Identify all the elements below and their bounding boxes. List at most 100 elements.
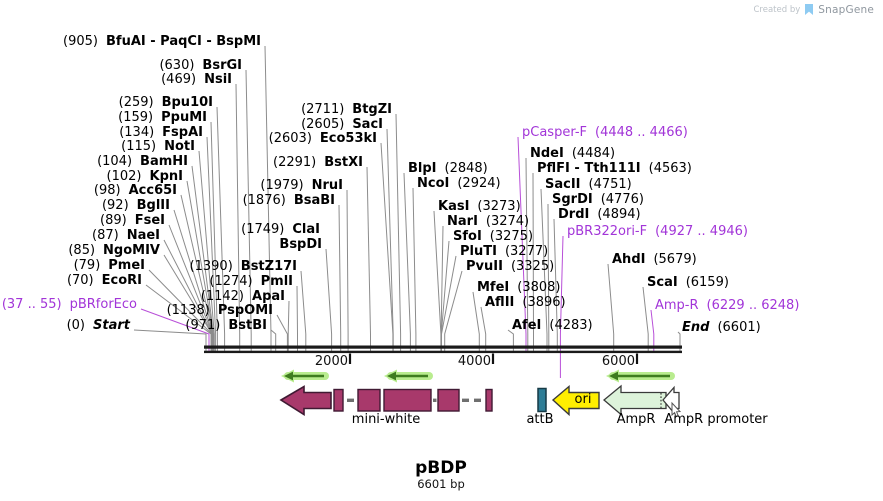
leader-scai: [642, 286, 649, 352]
feature-label-attb[interactable]: attB: [526, 412, 554, 427]
site-label-noti[interactable]: (115)NotI: [121, 140, 195, 154]
site-label-blpi[interactable]: BlpI(2848): [408, 162, 488, 176]
site-position: (4927 .. 4946): [655, 224, 748, 239]
site-label-nari[interactable]: NarI(3274): [447, 215, 529, 229]
site-label-mfei[interactable]: MfeI(3808): [477, 281, 560, 295]
site-name: SgrDI: [552, 192, 593, 207]
sequence-backbone: [204, 345, 682, 354]
primer-label-pbr322ori-f[interactable]: pBR322ori-F(4927 .. 4946): [567, 225, 748, 239]
attb-box[interactable]: [537, 387, 547, 413]
site-label-fsei[interactable]: (89)FseI: [100, 214, 165, 228]
backbone-top-line: [204, 345, 682, 349]
site-position: (2848): [444, 161, 488, 176]
mini-white-arrow[interactable]: [279, 385, 332, 416]
site-label-bsrgi[interactable]: (630)BsrGI: [159, 59, 242, 73]
site-label-pvuii[interactable]: PvuII(3325): [466, 260, 554, 274]
mini-white-box-5[interactable]: [485, 388, 493, 412]
credit-prefix-text: Created by: [753, 4, 801, 15]
site-name: SfoI: [453, 229, 482, 244]
site-label-bglii[interactable]: (92)BglII: [102, 199, 170, 213]
site-label-eco53ki[interactable]: (2603)Eco53kI: [269, 132, 377, 146]
site-name: Bpu10I: [161, 95, 213, 110]
site-label-bsabi[interactable]: (1876)BsaBI: [243, 194, 335, 208]
site-label-fspai[interactable]: (134)FspAI: [119, 126, 203, 140]
site-label-btgzi[interactable]: (2711)BtgZI: [301, 103, 392, 117]
feature-label-ampr-promoter[interactable]: AmpR promoter: [664, 412, 768, 427]
site-label-ngomiv[interactable]: (85)NgoMIV: [68, 244, 160, 258]
site-position: (2711): [301, 102, 345, 117]
backbone-bottom-line: [204, 350, 682, 354]
site-label-bstbi[interactable]: (971)BstBI: [185, 319, 267, 333]
site-label-clai[interactable]: (1749) ClaI: [241, 223, 320, 237]
site-label-apai[interactable]: (1142)ApaI: [201, 290, 285, 304]
site-label-ecori[interactable]: (70)EcoRI: [67, 274, 142, 288]
site-label-nrui[interactable]: (1979)NruI: [260, 179, 343, 193]
site-label-nsii[interactable]: (469)NsiI: [161, 73, 232, 87]
site-name: ClaI: [292, 222, 320, 237]
site-position: (3274): [485, 214, 530, 229]
site-label-scai[interactable]: ScaI(6159): [647, 276, 729, 290]
site-position: (3273): [477, 199, 521, 214]
site-label-saci[interactable]: (2605)SacI: [301, 118, 383, 132]
site-name: PflFI - Tth111I: [537, 161, 641, 176]
feature-label-ampr[interactable]: AmpR: [616, 412, 656, 427]
site-label-pspomi[interactable]: (1138)PspOMI: [167, 304, 273, 318]
primer-label-pcasper-f[interactable]: pCasper-F(4448 .. 4466): [522, 126, 688, 140]
site-label-sacii[interactable]: SacII(4751): [545, 178, 632, 192]
site-label-aflii[interactable]: AflII(3896): [485, 296, 566, 310]
primer-label-amp-r[interactable]: Amp-R(6229 .. 6248): [655, 299, 799, 313]
site-label-pflfi-tth111i[interactable]: PflFI - Tth111I (4563): [537, 162, 692, 176]
site-label-sgrdi[interactable]: SgrDI(4776): [552, 193, 644, 207]
site-label-kasi[interactable]: KasI (3273): [438, 200, 521, 214]
site-label-sfoi[interactable]: SfoI (3275): [453, 230, 533, 244]
terminus-label-start[interactable]: (0)Start: [67, 319, 130, 333]
mini-white-box-3[interactable]: [383, 388, 432, 412]
site-label-bamhi[interactable]: (104)BamHI: [97, 155, 188, 169]
site-label-ahdi[interactable]: AhdI(5679): [612, 253, 697, 267]
site-name: EcoRI: [101, 273, 142, 288]
primer-label-pbrforeco[interactable]: (37 .. 55)pBRforEco: [2, 298, 137, 312]
site-label-pmli[interactable]: (1274)PmlI: [209, 275, 293, 289]
feature-label-ori[interactable]: ori: [574, 392, 592, 407]
site-label-ppumi[interactable]: (159)PpuMI: [118, 111, 207, 125]
terminus-label-end[interactable]: End(6601): [682, 321, 761, 335]
site-position: (4751): [588, 177, 632, 192]
site-label-afei[interactable]: AfeI(4283): [512, 319, 593, 333]
site-position: (79): [73, 258, 101, 273]
site-name: ApaI: [252, 289, 285, 304]
site-position: (115): [121, 139, 157, 154]
site-name: NcoI: [417, 176, 450, 191]
site-position: (1749): [241, 222, 285, 237]
site-name: Amp-R: [655, 298, 699, 313]
site-position: (3275): [489, 229, 534, 244]
site-position: (6601): [717, 320, 761, 335]
site-label-naei[interactable]: (87)NaeI: [92, 229, 160, 243]
ori-arrow[interactable]: [551, 384, 600, 417]
ampr-arrow[interactable]: [602, 384, 667, 416]
site-name: PspOMI: [217, 303, 273, 318]
site-name: PpuMI: [161, 110, 207, 125]
site-name: KasI: [438, 199, 470, 214]
site-label-ndei[interactable]: NdeI(4484): [530, 147, 615, 161]
site-label-bstz17i[interactable]: (1390)BstZ17I: [190, 260, 297, 274]
mini-white-box-1[interactable]: [333, 388, 344, 412]
site-label-kpni[interactable]: (102)KpnI: [107, 170, 183, 184]
site-label-bspdi[interactable]: BspDI: [279, 238, 322, 252]
site-label-bstxi[interactable]: (2291)BstXI: [273, 156, 363, 170]
site-label-ncoi[interactable]: NcoI(2924): [417, 177, 501, 191]
site-position: (92): [101, 198, 129, 213]
site-position: (4563): [648, 161, 692, 176]
mini-white-box-4[interactable]: [437, 388, 460, 412]
site-label-acc65i[interactable]: (98)Acc65I: [94, 184, 177, 198]
mini-white-box-2[interactable]: [357, 388, 381, 412]
site-label-drdi[interactable]: DrdI(4894): [558, 208, 641, 222]
site-position: (3277): [504, 244, 549, 259]
feature-label-mini-white[interactable]: mini-white: [351, 412, 421, 427]
site-label-pmei[interactable]: (79)PmeI: [74, 259, 145, 273]
leader-bstz17i: [300, 270, 307, 352]
site-label-bfuai-paqci-bspmi[interactable]: (905)BfuAI - PaqCI - BspMI: [63, 35, 261, 49]
site-position: (4484): [571, 146, 616, 161]
site-label-pluti[interactable]: PluTI(3277): [460, 245, 548, 259]
site-label-bpu10i[interactable]: (259)Bpu10I: [119, 96, 213, 110]
